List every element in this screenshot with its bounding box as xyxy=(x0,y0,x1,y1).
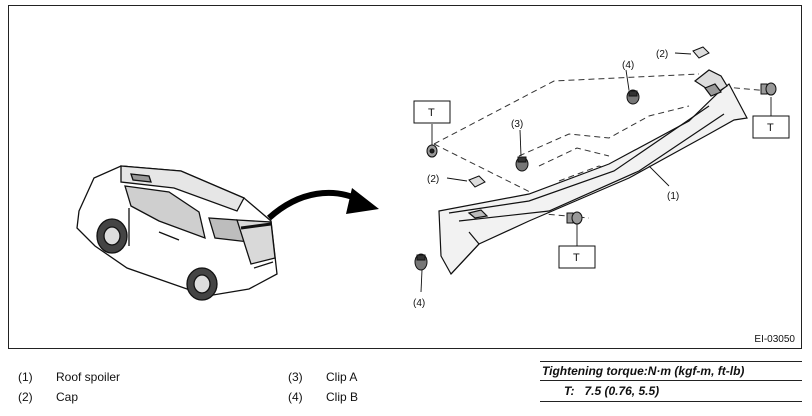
callout-clip-b-bottom: (4) xyxy=(413,298,425,309)
legend-number: (2) xyxy=(18,390,33,404)
direction-arrow xyxy=(266,188,379,221)
torque-symbol: T: xyxy=(564,384,575,398)
vehicle-illustration xyxy=(76,165,278,301)
callout-clip-b-top: (4) xyxy=(622,60,634,71)
legend-number: (1) xyxy=(18,370,33,384)
clip-a-part xyxy=(515,156,529,172)
legend-label: Roof spoiler xyxy=(56,370,121,384)
legend-item-cap: (2) Cap xyxy=(18,390,258,406)
callout-roof-spoiler: (1) xyxy=(667,191,679,202)
torque-value: 7.5 (0.76, 5.5) xyxy=(584,384,660,398)
bolt-part-center xyxy=(566,211,583,225)
torque-mark-right: T xyxy=(752,115,790,139)
legend-label: Clip B xyxy=(326,390,359,404)
legend-number: (4) xyxy=(288,390,303,404)
legend-label: Cap xyxy=(56,390,79,404)
cap-part-left xyxy=(468,175,486,188)
legend-item-clip-a: (3) Clip A xyxy=(288,370,488,386)
svg-text:T: T xyxy=(428,107,435,119)
callout-cap-left: (2) xyxy=(427,174,439,185)
roof-spoiler-part xyxy=(438,69,748,276)
legend-item-roof-spoiler: (1) Roof spoiler xyxy=(18,370,258,386)
leader-lines xyxy=(420,52,772,293)
svg-text:T: T xyxy=(573,252,580,264)
figure-id: EI-03050 xyxy=(754,334,795,345)
diagram-frame: (4) (3) (2) (2) (1) (4) T T T EI-03050 xyxy=(8,5,802,349)
clip-b-part-bottom xyxy=(414,253,428,271)
svg-text:T: T xyxy=(767,122,774,134)
callout-cap-top: (2) xyxy=(656,49,668,60)
exploded-diagram: (4) (3) (2) (2) (1) (4) T T T xyxy=(76,46,790,309)
bolt-part-right xyxy=(760,82,777,96)
clip-b-part-top xyxy=(626,89,640,105)
legend-label: Clip A xyxy=(326,370,358,384)
torque-value-row: T: 7.5 (0.76, 5.5) xyxy=(540,381,802,402)
legend-number: (3) xyxy=(288,370,303,384)
legend-item-clip-b: (4) Clip B xyxy=(288,390,488,406)
nut-part-left xyxy=(426,144,438,158)
torque-mark-center: T xyxy=(558,245,596,269)
callout-clip-a: (3) xyxy=(511,119,523,130)
cap-part-top xyxy=(692,46,710,59)
torque-spec: Tightening torque:N·m (kgf-m, ft-lb) T: 7… xyxy=(540,361,802,402)
torque-heading: Tightening torque:N·m (kgf-m, ft-lb) xyxy=(540,361,802,381)
torque-mark-left: T xyxy=(413,100,451,124)
